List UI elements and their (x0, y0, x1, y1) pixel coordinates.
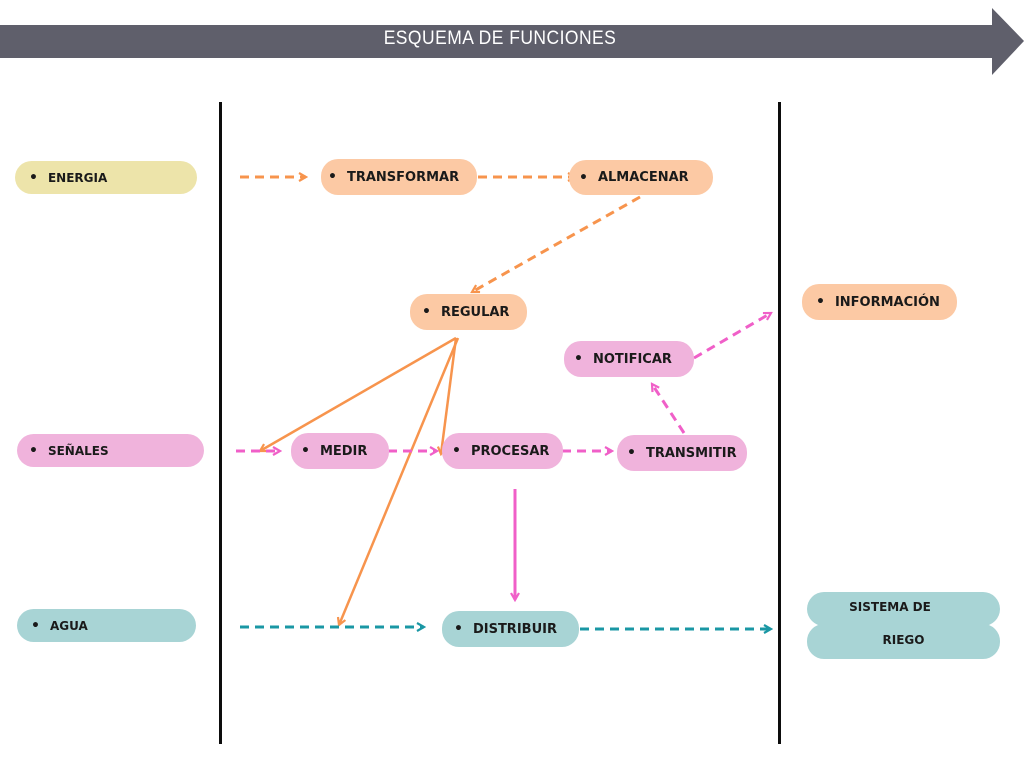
function-almacenar-label: ALMACENAR (597, 170, 689, 185)
input-agua: • AGUA (17, 609, 196, 642)
function-notificar-label: NOTIFICAR (592, 351, 672, 367)
input-senales-label: SEÑALES (47, 443, 109, 458)
bullet-icon: • (301, 443, 310, 459)
diagram-title: ESQUEMA DE FUNCIONES (383, 28, 617, 49)
function-medir: • MEDIR (291, 433, 389, 469)
input-column-divider (219, 102, 222, 744)
header-banner (0, 8, 1024, 75)
function-distribuir-label: DISTRIBUIR (472, 621, 557, 637)
input-senales: • SEÑALES (17, 434, 204, 467)
bullet-icon: • (579, 169, 588, 186)
function-regular-label: REGULAR (440, 304, 510, 320)
bullet-icon: • (627, 445, 636, 461)
function-almacenar: • ALMACENAR (569, 160, 713, 195)
arrow-almacenar-regular (472, 195, 641, 294)
function-procesar: • PROCESAR (442, 433, 563, 469)
output-sistema-riego-line2: RIEGO (882, 633, 925, 647)
function-distribuir: • DISTRIBUIR (442, 611, 579, 647)
bullet-icon: • (454, 621, 463, 637)
input-energia: • ENERGIA (15, 161, 197, 194)
arrow-transmitir-notificar (650, 384, 686, 434)
arrow-notificar-informacion (693, 311, 771, 360)
function-regular: • REGULAR (410, 294, 527, 330)
output-column-divider (778, 102, 781, 744)
bullet-icon: • (574, 351, 583, 367)
bullet-icon: • (816, 294, 825, 310)
arrow-regular-agua (339, 337, 460, 625)
banner-arrow-shape (0, 8, 1024, 75)
output-informacion-label: INFORMACIÓN (834, 294, 940, 310)
output-sistema-riego-top (807, 592, 1000, 626)
output-sistema-riego-bottom (807, 624, 1000, 659)
output-informacion: • INFORMACIÓN (802, 284, 957, 320)
function-transmitir-label: TRANSMITIR (645, 445, 737, 461)
function-medir-label: MEDIR (319, 443, 368, 459)
bullet-icon: • (328, 169, 337, 185)
bullet-icon: • (31, 617, 40, 634)
bullet-icon: • (29, 442, 38, 459)
function-transmitir: • TRANSMITIR (617, 435, 747, 471)
output-sistema-riego-line1: SISTEMA DE (849, 600, 931, 614)
function-transformar: • TRANSFORMAR (321, 159, 477, 195)
bullet-icon: • (452, 443, 461, 459)
function-notificar: • NOTIFICAR (564, 341, 694, 377)
function-transformar-label: TRANSFORMAR (346, 169, 460, 185)
input-agua-label: AGUA (49, 618, 88, 633)
bullet-icon: • (422, 304, 431, 320)
input-energia-label: ENERGIA (47, 170, 108, 185)
function-procesar-label: PROCESAR (470, 443, 550, 459)
bullet-icon: • (29, 169, 38, 186)
